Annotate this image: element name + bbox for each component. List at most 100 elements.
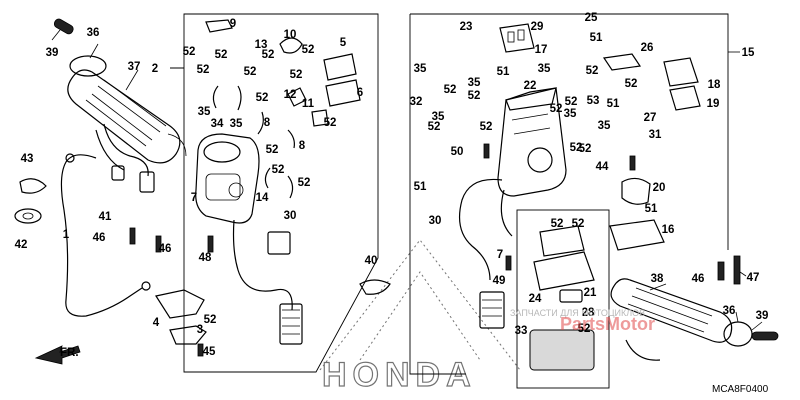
left-lower-brackets [155,289,207,345]
callout-17: 17 [535,44,548,56]
holder-20 [621,177,651,205]
washer-42-outer [14,208,42,224]
callout-18: 18 [708,79,721,91]
callout-46: 46 [159,243,172,255]
watermark-text: ЗАПЧАСТИ ДЛЯ МОТОЦИКЛОВ [510,308,645,318]
hose-8b [287,129,295,149]
callout-34: 34 [211,118,224,130]
bracket-11 [311,109,329,127]
callout-43: 43 [21,153,34,165]
callout-35: 35 [230,118,243,130]
callout-30: 30 [284,210,297,222]
callout-36: 36 [723,305,736,317]
callout-1: 1 [63,229,70,241]
callout-35: 35 [414,63,427,75]
band-40-shape [359,279,391,295]
callout-7: 7 [191,192,197,204]
callout-10: 10 [284,29,297,41]
band-40 [359,279,391,295]
callout-52: 52 [183,46,196,58]
switch-coupler [267,231,291,255]
callout-52: 52 [324,117,337,129]
callout-52: 52 [298,177,311,189]
cover-6 [325,79,361,107]
callout-13: 13 [255,39,268,51]
upper-left-brackets [205,19,361,127]
callout-39: 39 [756,310,769,322]
callout-30: 30 [429,215,442,227]
heater-connector [139,171,155,193]
callout-20: 20 [653,182,666,194]
callout-37: 37 [128,61,141,73]
callout-52: 52 [266,144,279,156]
callout-35: 35 [432,111,445,123]
leader-lines [51,29,763,331]
bolt-44 [629,155,636,171]
clip-43 [19,178,47,194]
bar-end-screw [53,18,74,35]
callout-16: 16 [662,224,675,236]
right-switch-housing [497,87,567,197]
cover-19 [669,85,701,111]
callout-35: 35 [564,108,577,120]
washer-42-inner [22,212,34,220]
front-direction-arrow: FR. [34,345,81,365]
callout-52: 52 [197,64,210,76]
washer-42 [14,208,42,224]
bar-end-weight [69,55,107,77]
right-switch-top [505,87,557,111]
left-switch-housing [195,133,260,224]
callout-14: 14 [256,192,269,204]
clip-43-shape [19,178,47,194]
callout-5: 5 [340,37,347,49]
cable-end-lower [141,281,151,291]
callout-52: 52 [272,164,285,176]
bolts [129,143,741,357]
grip-ribs [85,79,167,147]
bolt-46-mid [155,235,162,253]
right-switch-lines [511,113,551,135]
callout-35: 35 [198,106,211,118]
callout-51: 51 [497,66,510,78]
hose-8a [257,111,264,135]
callout-51: 51 [414,181,427,193]
bracket-upper [539,225,585,257]
bolt-45 [197,343,204,357]
callout-52: 52 [579,143,592,155]
callout-52: 52 [586,65,599,77]
left-grip [53,18,187,164]
callout-49: 49 [493,275,506,287]
lead-37 [125,69,139,91]
cover-16 [609,219,665,251]
callout-26: 26 [641,42,654,54]
bolt-46-left [129,227,136,245]
callout-52: 52 [625,78,638,90]
callout-51: 51 [607,98,620,110]
hose-14 [264,167,271,189]
switch-top-face [203,141,241,163]
right-grip-body [610,278,733,343]
bracket-4 [155,289,205,319]
callout-52: 52 [480,121,493,133]
right-frame-left [409,14,466,375]
right-grip [610,278,779,361]
right-switch-knob [527,147,553,173]
cable-sheath [60,154,143,317]
right-grip-lead [625,339,661,361]
callout-23: 23 [460,21,473,33]
wing-outline [319,239,521,371]
callout-52: 52 [204,314,217,326]
right-bar-end-screw [751,331,779,341]
callout-53: 53 [587,95,600,107]
right-grip-ribs [627,287,713,333]
grip-heater-harness [95,123,155,193]
bolt-46-right [717,261,725,281]
lead-39b [751,321,763,331]
callout-52: 52 [578,323,591,335]
callout-52: 52 [262,49,275,61]
hose-35a [212,85,219,109]
right-switch-body [497,87,567,197]
callout-48: 48 [199,252,212,264]
